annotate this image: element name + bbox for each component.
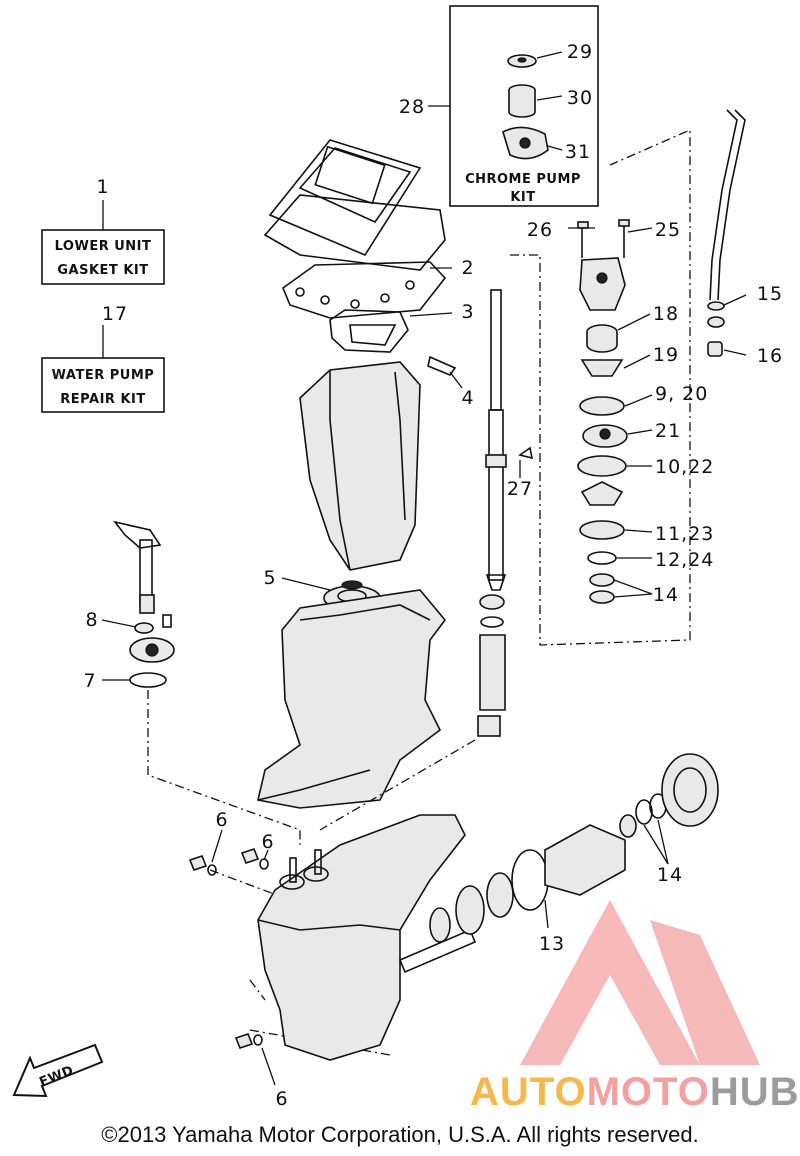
bolts-6 — [188, 848, 269, 1049]
callout-18: 18 — [653, 303, 679, 325]
lower-unit-kit-line2: GASKET KIT — [57, 263, 148, 278]
callout-10-22: 10,22 — [655, 456, 714, 478]
callout-29: 29 — [567, 41, 593, 63]
callout-6b: 6 — [261, 831, 274, 853]
drive-shaft — [477, 289, 534, 737]
prop-shaft-assembly — [398, 753, 719, 974]
callout-3: 3 — [461, 301, 474, 323]
callout-9-20: 9, 20 — [655, 383, 708, 405]
chrome-pump-kit-line2: KIT — [510, 190, 535, 205]
watermark-moto: MOTO — [586, 1070, 710, 1114]
lower-unit-gasket-kit-box: LOWER UNIT GASKET KIT — [41, 229, 165, 285]
callout-15: 15 — [757, 283, 783, 305]
callout-2: 2 — [461, 257, 474, 279]
callout-8: 8 — [85, 609, 98, 631]
water-pump-kit-line2: REPAIR KIT — [60, 392, 145, 407]
gasket-plates — [263, 139, 447, 353]
water-pump-repair-kit-box: WATER PUMP REPAIR KIT — [41, 357, 165, 413]
callout-13: 13 — [539, 933, 565, 955]
gearcase — [257, 814, 466, 1061]
water-pump-stack — [577, 219, 630, 604]
callout-21: 21 — [655, 420, 681, 442]
callout-1: 1 — [96, 176, 109, 198]
callout-7: 7 — [83, 670, 96, 692]
callout-14b: 14 — [657, 864, 683, 886]
callout-6a: 6 — [215, 809, 228, 831]
callout-11-23: 11,23 — [655, 523, 714, 545]
lower-unit-kit-line1: LOWER UNIT — [55, 239, 152, 254]
callout-6c: 6 — [275, 1088, 288, 1110]
water-tube — [707, 109, 746, 357]
callout-14a: 14 — [653, 584, 679, 606]
watermark-hub: HUB — [709, 1070, 800, 1114]
callout-5: 5 — [263, 567, 276, 589]
callout-31: 31 — [565, 141, 591, 163]
callout-28: 28 — [399, 96, 425, 118]
callout-4: 4 — [461, 387, 474, 409]
watermark-logo — [520, 900, 760, 1065]
callout-26: 26 — [527, 219, 553, 241]
callout-30: 30 — [567, 87, 593, 109]
lower-casing — [257, 589, 447, 809]
shift-rod-assembly — [113, 520, 175, 688]
callout-19: 19 — [653, 344, 679, 366]
watermark-auto: AUTO — [470, 1070, 587, 1114]
chrome-pump-kit-box: CHROME PUMP KIT — [449, 5, 599, 207]
fwd-arrow: FWD — [12, 1043, 104, 1098]
callout-12-24: 12,24 — [655, 549, 714, 571]
callout-25: 25 — [655, 219, 681, 241]
watermark-text: AUTOMOTOHUB — [470, 1070, 800, 1115]
callout-27: 27 — [507, 478, 533, 500]
chrome-pump-kit-line1: CHROME PUMP — [465, 172, 581, 187]
upper-casing — [299, 361, 421, 571]
water-pump-kit-line1: WATER PUMP — [52, 368, 155, 383]
callout-16: 16 — [757, 345, 783, 367]
callout-17: 17 — [102, 303, 128, 325]
copyright-notice: ©2013 Yamaha Motor Corporation, U.S.A. A… — [101, 1122, 699, 1147]
